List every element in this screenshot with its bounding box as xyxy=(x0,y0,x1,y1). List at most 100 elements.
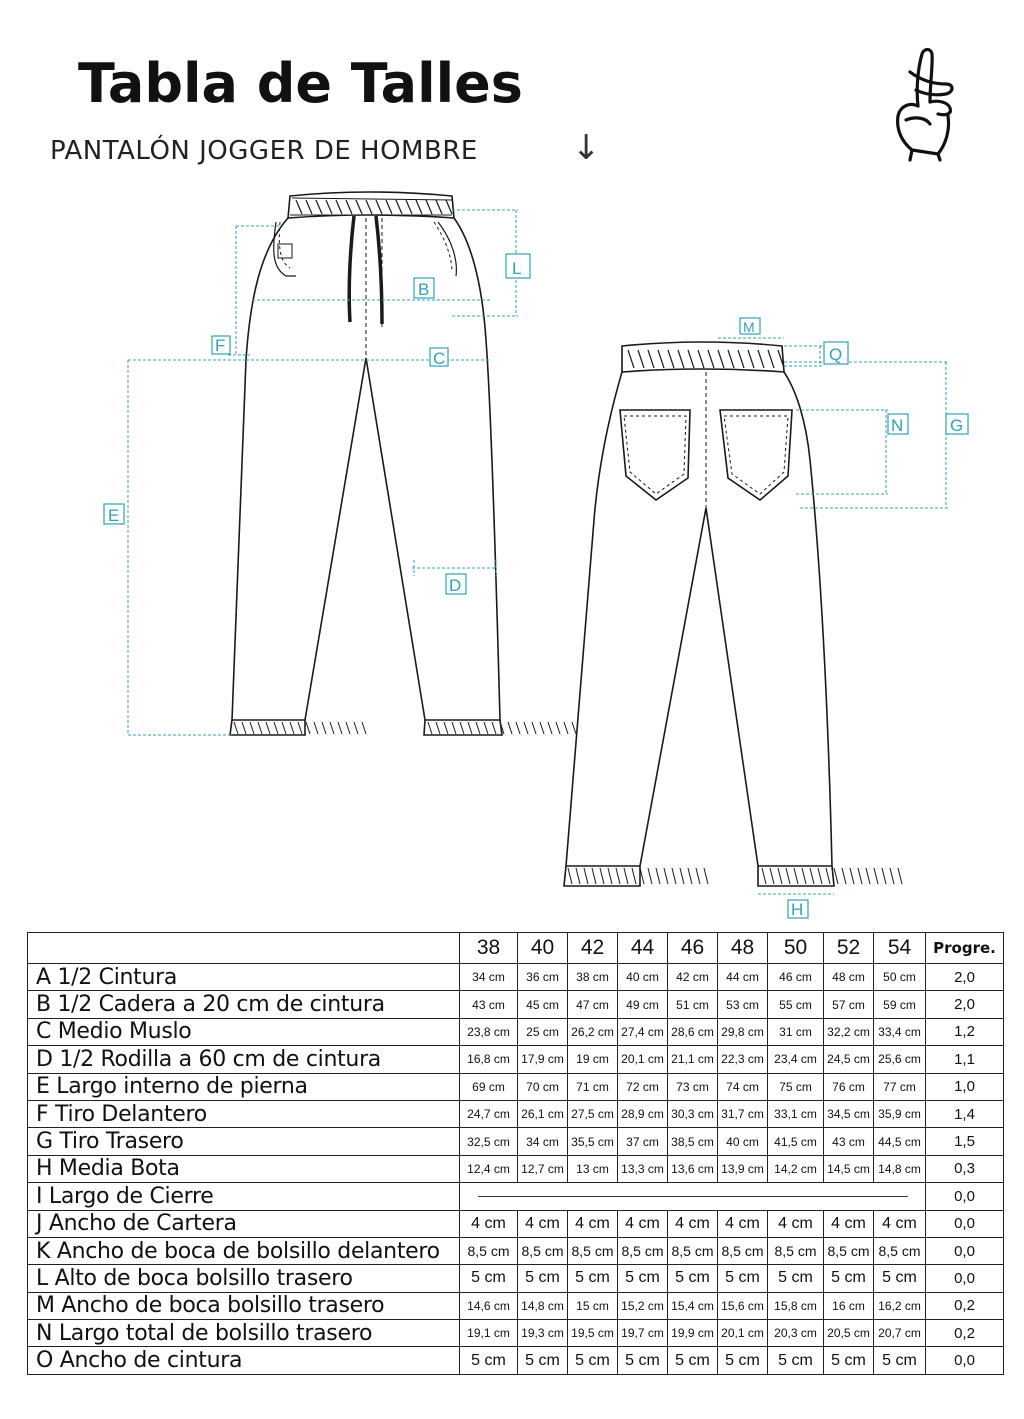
progression-value: 1,0 xyxy=(925,1072,1004,1101)
measure-name: I Largo de Cierre xyxy=(27,1182,460,1211)
size-value-cell: 19,1 cm xyxy=(459,1319,518,1348)
size-value-cell: 44 cm xyxy=(717,962,768,992)
measure-name: D 1/2 Rodilla a 60 cm de cintura xyxy=(27,1045,460,1074)
size-value-cell: 16 cm xyxy=(823,1291,874,1321)
size-value-cell: 5 cm xyxy=(567,1264,618,1293)
dim-label-n: N xyxy=(891,416,903,435)
empty-values-cell xyxy=(459,1182,926,1211)
dim-label-e: E xyxy=(108,506,119,525)
size-value-cell: 14,6 cm xyxy=(459,1291,518,1321)
progression-value: 1,5 xyxy=(925,1127,1004,1156)
size-value-cell: 42 cm xyxy=(667,962,718,992)
size-value-cell: 20,7 cm xyxy=(873,1319,926,1348)
size-value-cell: 47 cm xyxy=(567,990,618,1019)
size-value-cell: 5 cm xyxy=(717,1346,768,1375)
size-value-cell: 14,5 cm xyxy=(823,1154,874,1184)
dim-label-m: M xyxy=(743,319,755,335)
size-value-cell: 19,3 cm xyxy=(517,1319,568,1348)
dim-label-f: F xyxy=(215,336,225,355)
size-value-cell: 4 cm xyxy=(567,1209,618,1238)
size-value-cell: 53 cm xyxy=(717,990,768,1019)
front-dimension-letters: L B F C E D xyxy=(108,259,521,595)
size-value-cell: 8,5 cm xyxy=(717,1236,768,1266)
size-value-cell: 28,9 cm xyxy=(617,1099,668,1129)
table-row: I Largo de Cierre 0,0 xyxy=(27,1182,1004,1211)
size-value-cell: 57 cm xyxy=(823,990,874,1019)
size-value-cell: 69 cm xyxy=(459,1072,518,1101)
size-value-cell: 8,5 cm xyxy=(667,1236,718,1266)
size-value-cell: 8,5 cm xyxy=(517,1236,568,1266)
size-value-cell: 12,7 cm xyxy=(517,1154,568,1184)
back-view-pants xyxy=(563,341,903,887)
progression-value: 0,0 xyxy=(925,1182,1004,1211)
size-value-cell: 31,7 cm xyxy=(717,1099,768,1129)
size-header-40: 40 xyxy=(517,932,568,964)
size-value-cell: 5 cm xyxy=(617,1346,668,1375)
size-value-cell: 5 cm xyxy=(717,1264,768,1293)
size-value-cell: 16,2 cm xyxy=(873,1291,926,1321)
size-value-cell: 35,5 cm xyxy=(567,1127,618,1156)
size-value-cell: 77 cm xyxy=(873,1072,926,1101)
size-value-cell: 43 cm xyxy=(459,990,518,1019)
measure-name: H Media Bota xyxy=(27,1154,460,1184)
table-row: K Ancho de boca de bolsillo delantero 8,5… xyxy=(27,1236,1004,1266)
measure-name: N Largo total de bolsillo trasero xyxy=(27,1319,460,1348)
size-value-cell: 19,5 cm xyxy=(567,1319,618,1348)
measure-name: O Ancho de cintura xyxy=(27,1346,460,1375)
size-header-38: 38 xyxy=(459,932,518,964)
down-arrow-icon: ↓ xyxy=(572,128,601,168)
size-value-cell: 50 cm xyxy=(873,962,926,992)
size-value-cell: 48 cm xyxy=(823,962,874,992)
size-header-54: 54 xyxy=(873,932,926,964)
size-header-46: 46 xyxy=(667,932,718,964)
progression-value: 1,4 xyxy=(925,1099,1004,1129)
size-value-cell: 38 cm xyxy=(567,962,618,992)
progression-value: 0,0 xyxy=(925,1346,1004,1375)
size-value-cell: 5 cm xyxy=(617,1264,668,1293)
progression-value: 0,0 xyxy=(925,1264,1004,1293)
size-value-cell: 13,6 cm xyxy=(667,1154,718,1184)
size-value-cell: 4 cm xyxy=(767,1209,824,1238)
size-value-cell: 4 cm xyxy=(823,1209,874,1238)
dim-label-c: C xyxy=(433,349,445,368)
size-value-cell: 19 cm xyxy=(567,1045,618,1074)
dim-label-g: G xyxy=(950,416,963,435)
size-value-cell: 4 cm xyxy=(873,1209,926,1238)
size-value-cell: 4 cm xyxy=(717,1209,768,1238)
size-value-cell: 37 cm xyxy=(617,1127,668,1156)
size-value-cell: 55 cm xyxy=(767,990,824,1019)
size-value-cell: 44,5 cm xyxy=(873,1127,926,1156)
size-value-cell: 24,7 cm xyxy=(459,1099,518,1129)
size-value-cell: 13 cm xyxy=(567,1154,618,1184)
size-value-cell: 13,9 cm xyxy=(717,1154,768,1184)
size-value-cell: 8,5 cm xyxy=(617,1236,668,1266)
size-header-52: 52 xyxy=(823,932,874,964)
size-value-cell: 13,3 cm xyxy=(617,1154,668,1184)
size-value-cell: 4 cm xyxy=(517,1209,568,1238)
size-value-cell: 15,8 cm xyxy=(767,1291,824,1321)
dimension-lines xyxy=(127,209,948,895)
size-value-cell: 5 cm xyxy=(767,1346,824,1375)
size-value-cell: 23,4 cm xyxy=(767,1045,824,1074)
size-value-cell: 72 cm xyxy=(617,1072,668,1101)
back-dimension-letters: M Q N G H xyxy=(743,319,963,919)
size-value-cell: 5 cm xyxy=(667,1346,718,1375)
dim-label-l: L xyxy=(512,259,521,278)
size-value-cell: 29,8 cm xyxy=(717,1017,768,1047)
size-value-cell: 5 cm xyxy=(459,1264,518,1293)
measure-name: F Tiro Delantero xyxy=(27,1099,460,1129)
measure-name: K Ancho de boca de bolsillo delantero xyxy=(27,1236,460,1266)
dim-label-q: Q xyxy=(829,345,842,364)
measure-header-cell xyxy=(27,932,460,964)
measure-name: L Alto de boca bolsillo trasero xyxy=(27,1264,460,1293)
size-value-cell: 41,5 cm xyxy=(767,1127,824,1156)
size-value-cell: 36 cm xyxy=(517,962,568,992)
size-value-cell: 75 cm xyxy=(767,1072,824,1101)
size-value-cell: 25 cm xyxy=(517,1017,568,1047)
